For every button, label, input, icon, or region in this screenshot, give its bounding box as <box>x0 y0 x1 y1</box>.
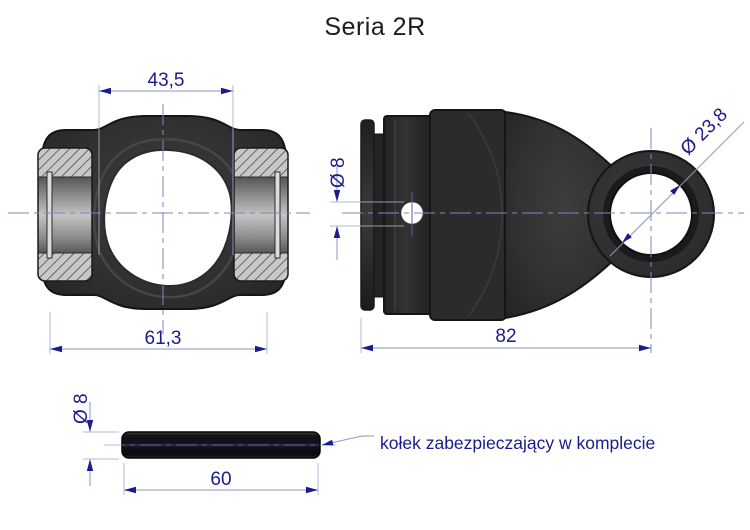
arrowhead <box>86 459 94 471</box>
bearing-cup-left <box>37 147 93 282</box>
dimension-bottom-width: 61,3 <box>49 312 268 354</box>
cup-left-cylinder <box>38 177 92 253</box>
arrowhead <box>333 226 341 238</box>
cup-left-groove <box>46 171 53 259</box>
arrowhead <box>670 185 680 195</box>
dimension-pin-diameter: Ø 8 <box>71 393 119 486</box>
pin-note-label: kołek zabezpieczający w komplecie <box>380 433 655 453</box>
arrowhead <box>221 87 233 95</box>
cup-left-hatch-bottom <box>37 252 93 282</box>
dim-label-pin-hole: Ø 8 <box>328 157 349 188</box>
arrowhead <box>639 344 651 352</box>
arrowhead <box>99 87 111 95</box>
flange-recess <box>373 133 385 298</box>
cup-left-hatch-top <box>37 147 93 178</box>
cup-right-outline <box>233 147 289 282</box>
dim-label-pin-diameter: Ø 8 <box>71 393 92 424</box>
arrowhead <box>86 420 94 432</box>
arrowhead <box>255 345 267 353</box>
leader-arrowhead <box>322 439 334 446</box>
cup-left-outline <box>37 147 93 282</box>
arrowhead <box>50 345 62 353</box>
dim-label-side-length: 82 <box>495 326 516 347</box>
front-view: 43,5 61,3 <box>8 70 310 354</box>
dimension-top-width: 43,5 <box>98 70 234 255</box>
arrowhead <box>361 344 373 352</box>
collar-crease <box>467 112 503 318</box>
cup-right-groove <box>274 171 281 259</box>
dimension-pin-length: 60 <box>123 463 319 495</box>
side-view: Ø 8 Ø 23,8 82 <box>328 104 745 353</box>
drawing-title: Seria 2R <box>324 13 426 41</box>
arrowhead <box>306 486 318 494</box>
dim-label-pin-length: 60 <box>210 469 231 490</box>
dim-label-bottom-width: 61,3 <box>145 328 182 349</box>
dimension-side-length: 82 <box>360 318 651 353</box>
dim-label-eye-bore: Ø 23,8 <box>677 104 732 159</box>
collar-cylinder <box>429 109 507 321</box>
arrowhead <box>333 190 341 202</box>
pin-note: kołek zabezpieczający w komplecie <box>321 433 655 453</box>
arrowhead <box>124 486 136 494</box>
arrowhead <box>622 233 632 243</box>
leader-line <box>321 435 374 446</box>
bearing-cup-right <box>233 147 289 282</box>
end-flange <box>360 119 375 311</box>
dim-label-top-width: 43,5 <box>148 70 185 91</box>
pin-view: Ø 8 60 kołek zabezpieczający w komplecie <box>71 393 655 495</box>
dimension-pin-hole: Ø 8 <box>328 157 404 260</box>
trilobe-bore <box>103 148 233 288</box>
